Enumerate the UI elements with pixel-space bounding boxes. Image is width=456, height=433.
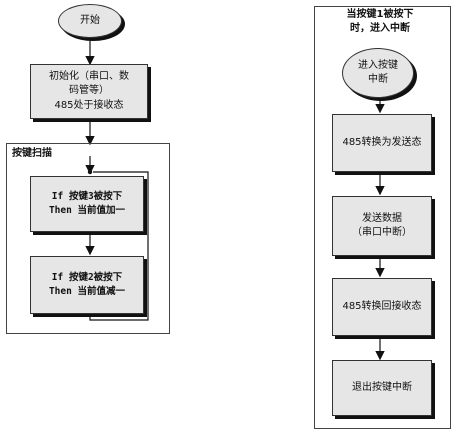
exit-interrupt-label: 退出按键中断 <box>352 381 412 393</box>
loop-junction-dot <box>87 169 93 175</box>
key-scan-title: 按键扫描 <box>12 148 52 159</box>
switch-to-receive-box: 485转换回接收态 <box>332 278 432 336</box>
enter-interrupt-label: 进入按键 中断 <box>358 59 398 86</box>
switch-to-send-label: 485转换为发送态 <box>342 136 422 148</box>
if-key2-label: If 按键2被按下 Then 当前值减一 <box>48 272 126 297</box>
key-scan-group <box>6 143 170 334</box>
exit-interrupt-box: 退出按键中断 <box>332 360 432 416</box>
init-process-box: 初始化（串口、数 码管等） 485处于接收态 <box>30 64 148 119</box>
send-data-label: 发送数据 （串口中断） <box>352 212 412 239</box>
switch-to-send-box: 485转换为发送态 <box>332 114 432 172</box>
loop-back-connector <box>89 171 149 321</box>
interrupt-title: 当按键1被按下 时，进入中断 <box>346 9 414 34</box>
send-data-box: 发送数据 （串口中断） <box>332 196 432 256</box>
if-key2-box: If 按键2被按下 Then 当前值减一 <box>30 256 144 314</box>
switch-to-receive-label: 485转换回接收态 <box>342 300 422 312</box>
if-key3-box: If 按键3被按下 Then 当前值加一 <box>30 176 144 232</box>
start-label: 开始 <box>80 14 100 26</box>
interrupt-group <box>314 6 451 429</box>
init-label: 初始化（串口、数 码管等） 485处于接收态 <box>49 70 129 111</box>
start-node: 开始 <box>58 4 122 38</box>
enter-interrupt-node: 进入按键 中断 <box>342 48 414 98</box>
if-key3-label: If 按键3被按下 Then 当前值加一 <box>48 191 126 216</box>
